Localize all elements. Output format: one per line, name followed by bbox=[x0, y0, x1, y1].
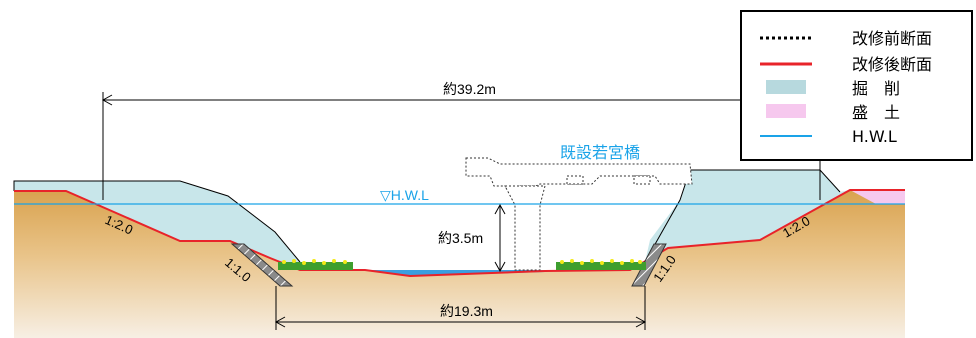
embankment-fill bbox=[850, 190, 905, 204]
legend-label-excavation: 掘 削 bbox=[852, 79, 900, 98]
revetment-right bbox=[631, 243, 667, 287]
soil-ground bbox=[14, 190, 905, 338]
depth-label: 約3.5m bbox=[438, 230, 483, 246]
revetment-left bbox=[230, 243, 294, 287]
legend-swatch-fill bbox=[766, 104, 806, 118]
bottom-width-arrow-right bbox=[635, 316, 647, 328]
original-section-left bbox=[13, 180, 301, 263]
total-width-arrow-left bbox=[101, 94, 113, 106]
bridge-girder-tab-2 bbox=[633, 175, 651, 185]
legend-label-original: 改修前断面 bbox=[852, 29, 932, 48]
bridge-girder-tab-1 bbox=[566, 175, 584, 185]
grass-left bbox=[278, 259, 353, 270]
new-section-line bbox=[14, 189, 905, 278]
legend-swatch-excavation bbox=[766, 80, 806, 94]
legend-label-hwl: H.W.L bbox=[852, 127, 897, 146]
depth-arrow-top bbox=[494, 203, 506, 215]
bridge-pier bbox=[504, 185, 546, 271]
bottom-width-label: 約19.3m bbox=[440, 303, 493, 319]
excavation-area-right bbox=[645, 170, 850, 262]
legend-label-new: 改修後断面 bbox=[852, 55, 932, 74]
excavation-area-left bbox=[14, 181, 300, 270]
grass-right bbox=[556, 259, 646, 270]
bottom-width-arrow-left bbox=[274, 316, 286, 328]
legend: 改修前断面 改修後断面 掘 削 盛 土 H.W.L bbox=[740, 10, 973, 161]
bridge-label: 既設若宮橋 bbox=[560, 144, 640, 162]
legend-label-fill: 盛 土 bbox=[852, 103, 900, 122]
depth-arrow-bottom bbox=[494, 261, 506, 273]
hwl-label: ▽H.W.L bbox=[380, 187, 429, 203]
total-width-label: 約39.2m bbox=[443, 81, 496, 97]
